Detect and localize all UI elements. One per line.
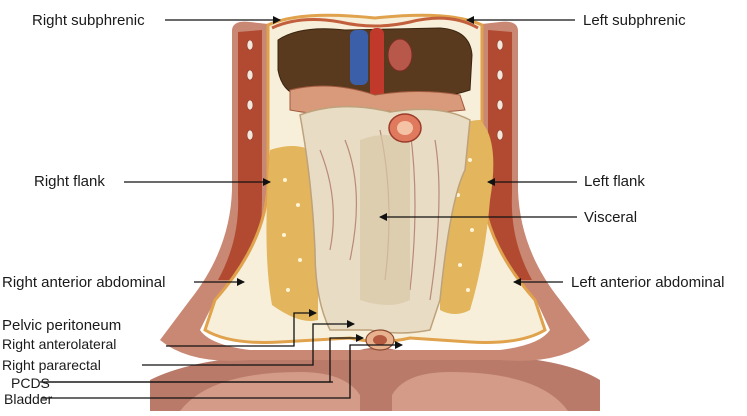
label-pelvic-peritoneum: Pelvic peritoneum: [2, 317, 122, 334]
kidney-left: [387, 38, 413, 72]
left-wall-muscle: [218, 30, 262, 280]
label-bladder: Bladder: [4, 391, 53, 407]
wall-vessels: [246, 39, 504, 141]
aorta: [370, 28, 384, 108]
label-pcds: PCDS: [11, 375, 50, 391]
label-right-subphrenic: Right subphrenic: [32, 12, 145, 29]
label-right-pararectal: Right pararectal: [2, 357, 101, 373]
central-visceral: [360, 135, 410, 305]
label-visceral: Visceral: [584, 209, 638, 226]
leader-right-anterolateral: [142, 320, 355, 366]
fat-texture: [282, 158, 474, 292]
ivc: [350, 30, 368, 85]
label-right-anterolateral: Right anterolateral: [2, 336, 117, 352]
label-left-anterior-abdominal: Left anterior abdominal: [571, 274, 725, 291]
label-left-flank: Left flank: [584, 173, 645, 190]
leader-lines: [40, 16, 577, 399]
diaphragm: [271, 16, 479, 30]
pelvic-bone-right: [392, 372, 568, 411]
bladder-inner: [373, 335, 387, 345]
label-left-subphrenic: Left subphrenic: [583, 12, 686, 29]
leader-bladder: [42, 341, 403, 399]
label-right-flank: Right flank: [34, 173, 105, 190]
label-right-anterior-abdominal: Right anterior abdominal: [2, 274, 166, 291]
left-paracolic-fat: [266, 146, 318, 321]
rectum-inner: [397, 121, 413, 135]
leader-pelvic-peritoneum: [166, 309, 317, 347]
